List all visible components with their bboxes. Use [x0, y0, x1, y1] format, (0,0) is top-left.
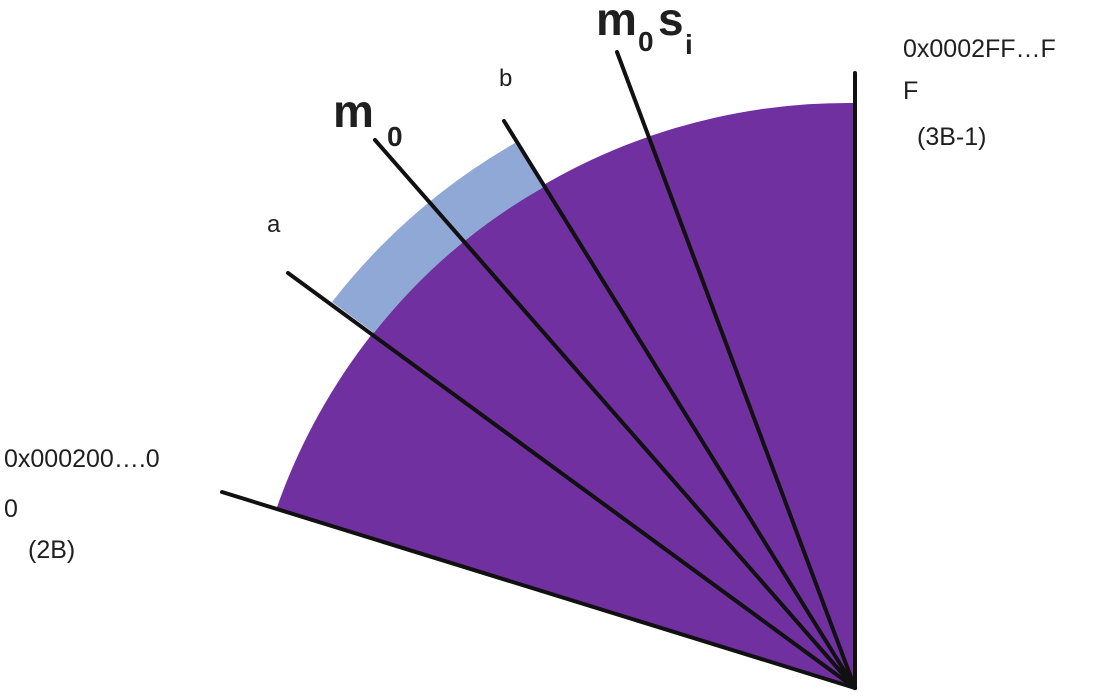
end-value-label: 0x0002FF…F [903, 35, 1056, 63]
boundary-a-line [286, 271, 857, 690]
m0si-label-s: s [658, 0, 684, 45]
b-label: b [499, 65, 512, 92]
end-value-label-wrap: F [903, 77, 918, 105]
keyspace-sector [276, 102, 855, 688]
boundary-b-line [502, 119, 857, 690]
m0-line [373, 138, 857, 690]
m0-subscript: 0 [387, 121, 403, 152]
start-value-label: 0x000200….0 [4, 445, 160, 473]
end-value-note: (3B-1) [917, 123, 986, 151]
m0-label: m [333, 85, 374, 137]
m0si-label-m: m [596, 0, 637, 45]
boundary-start-line [220, 490, 857, 690]
start-value-label-wrap: 0 [4, 495, 18, 523]
m0si-subscript-0: 0 [638, 26, 654, 57]
start-value-note: (2B) [28, 536, 75, 564]
range-a-b-band [332, 143, 544, 333]
m0si-subscript-i: i [685, 29, 693, 60]
m0si-line [615, 50, 857, 690]
a-label: a [267, 211, 281, 238]
